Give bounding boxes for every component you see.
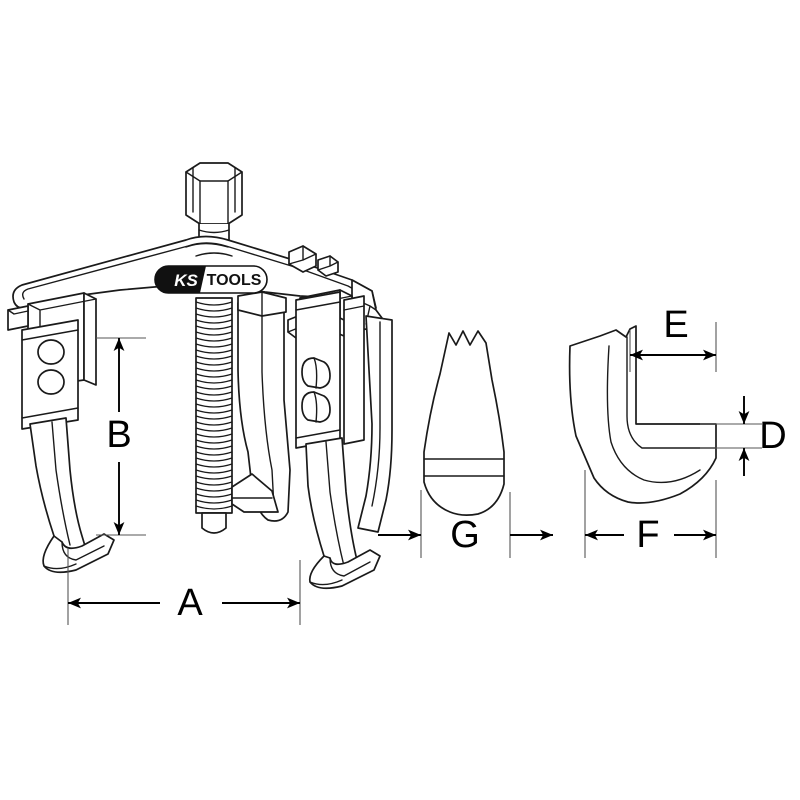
left-arm bbox=[7, 292, 115, 574]
logo-tools-text: TOOLS bbox=[207, 272, 262, 289]
dimension-B: B bbox=[96, 337, 146, 536]
dimension-F: F bbox=[584, 470, 717, 558]
dimension-label-G: G bbox=[450, 514, 480, 556]
jaw-side-view: E F D bbox=[568, 304, 787, 558]
dimension-E: E bbox=[629, 304, 717, 372]
main-assembly-view: A B bbox=[7, 162, 393, 625]
dimension-label-E: E bbox=[663, 304, 688, 346]
ks-tools-logo: KS TOOLS bbox=[154, 265, 268, 294]
logo-ks-text: KS bbox=[174, 271, 198, 290]
spindle-thread-lines bbox=[195, 301, 233, 510]
jaw-front-view: G bbox=[378, 330, 553, 558]
dimension-label-F: F bbox=[636, 514, 659, 556]
dimension-label-D: D bbox=[759, 415, 786, 457]
dimension-A: A bbox=[67, 548, 301, 625]
arm-pin-hole-lower-left bbox=[37, 369, 65, 395]
dimension-label-B: B bbox=[106, 414, 131, 456]
arm-pin-hole-upper-left bbox=[37, 339, 65, 365]
dimension-label-A: A bbox=[177, 582, 203, 624]
rear-arm bbox=[231, 291, 307, 522]
threaded-spindle bbox=[195, 297, 233, 534]
dimension-G: G bbox=[378, 490, 553, 558]
right-arm bbox=[295, 289, 393, 590]
dimension-D: D bbox=[700, 396, 787, 476]
logo-ks-badge bbox=[155, 266, 206, 293]
spindle-tip bbox=[201, 512, 227, 534]
